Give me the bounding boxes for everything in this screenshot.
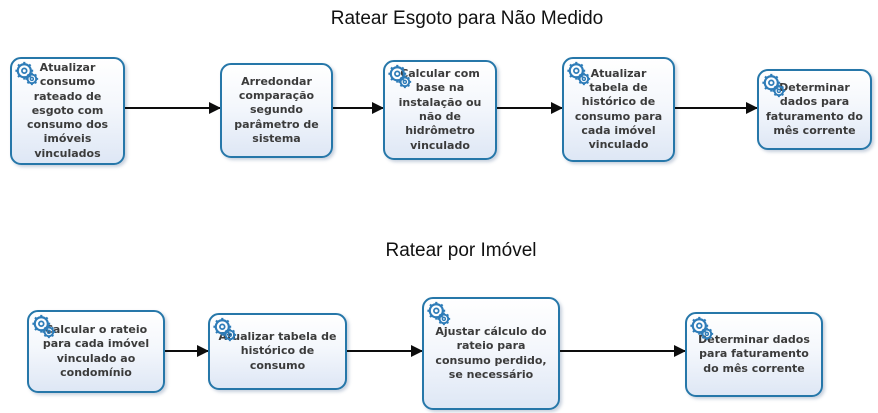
task-node-calcular-rateio-condominio[interactable]: Calcular o rateio para cada imóvel vincu… xyxy=(27,310,165,393)
flow-arrow xyxy=(347,345,423,357)
flow-title-ratear-por-imovel: Ratear por Imóvel xyxy=(385,240,537,261)
task-node-atualizar-tabela-historico[interactable]: Atualizar tabela de histórico de consumo… xyxy=(562,57,675,162)
flow-arrow xyxy=(675,102,758,114)
task-node-atualizar-tabela-historico-consumo[interactable]: Atualizar tabela de histórico de consumo xyxy=(208,313,347,390)
task-node-calcular-com-base-instalacao[interactable]: Calcular com base na instalação ou não d… xyxy=(383,60,497,160)
flow-arrow xyxy=(560,345,686,357)
task-node-arredondar-comparacao[interactable]: Arredondar comparação segundo parâmetro … xyxy=(220,63,333,158)
flow-title-ratear-esgoto: Ratear Esgoto para Não Medido xyxy=(330,8,604,29)
task-node-ajustar-calculo-rateio[interactable]: Ajustar cálculo do rateio para consumo p… xyxy=(422,297,560,410)
task-label: Atualizar consumo rateado de esgoto com … xyxy=(26,60,109,160)
task-label: Determinar dados para faturamento do mês… xyxy=(766,80,863,137)
gears-icon xyxy=(31,314,57,340)
gears-icon xyxy=(689,316,715,342)
gears-icon xyxy=(212,317,238,343)
task-node-determinar-dados-faturamento[interactable]: Determinar dados para faturamento do mês… xyxy=(685,312,823,397)
task-label: Calcular com base na instalação ou não d… xyxy=(398,67,482,152)
task-label: Calcular o rateio para cada imóvel vincu… xyxy=(42,322,150,379)
gears-icon xyxy=(426,301,452,327)
flow-arrow xyxy=(125,102,221,114)
gears-icon xyxy=(566,61,592,87)
task-label: Atualizar tabela de histórico de consumo xyxy=(218,330,337,372)
flow-arrow xyxy=(333,102,384,114)
flow-arrow xyxy=(165,345,209,357)
flow-arrow xyxy=(497,102,563,114)
task-label: Arredondar comparação segundo parâmetro … xyxy=(234,74,319,145)
task-label: Determinar dados para faturamento do mês… xyxy=(698,333,810,375)
task-label: Atualizar tabela de histórico de consumo… xyxy=(574,66,663,152)
gears-icon xyxy=(761,73,787,99)
task-node-atualizar-consumo-rateado[interactable]: Atualizar consumo rateado de esgoto com … xyxy=(10,57,125,165)
gears-icon xyxy=(387,64,413,90)
task-node-determinar-dados-faturamento[interactable]: Determinar dados para faturamento do mês… xyxy=(757,69,872,150)
task-label: Ajustar cálculo do rateio para consumo p… xyxy=(435,324,547,381)
gears-icon xyxy=(14,61,40,87)
